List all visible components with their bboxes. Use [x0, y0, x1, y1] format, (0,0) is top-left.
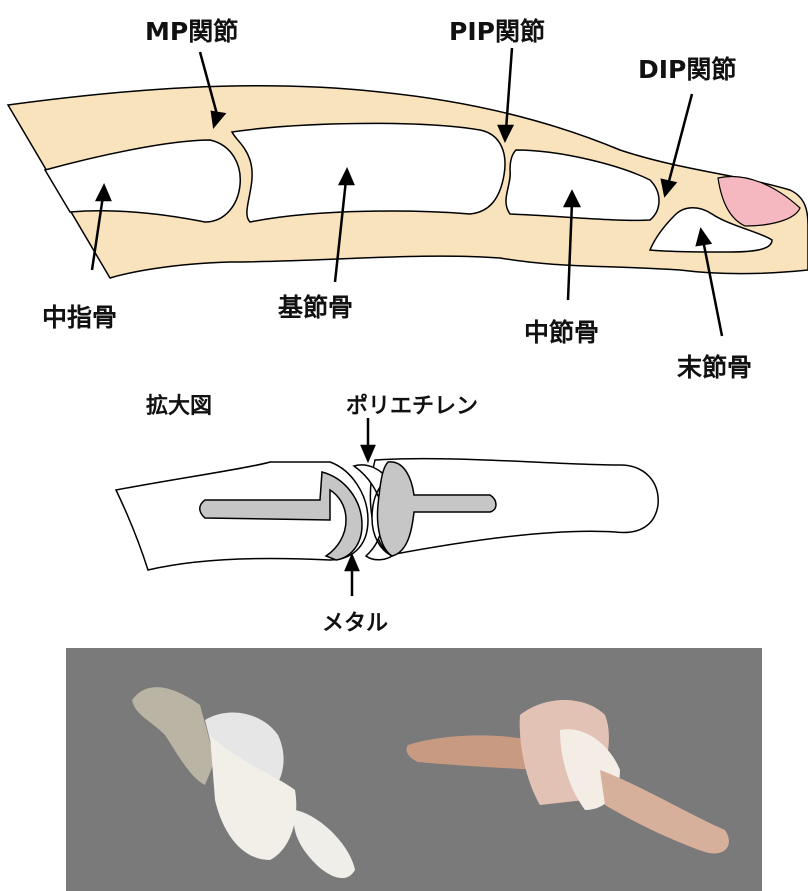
metacarpal-label: 中指骨 — [42, 298, 117, 334]
proximal-phalanx-label: 基節骨 — [278, 288, 353, 324]
proximal-phalanx-bone — [232, 123, 505, 222]
metal-arrowhead — [346, 556, 358, 570]
distal-phalanx-label: 末節骨 — [677, 348, 752, 384]
enlarged-view-title: 拡大図 — [146, 388, 212, 420]
mp-joint-label: MP関節 — [145, 12, 238, 48]
middle-phalanx-label: 中節骨 — [524, 313, 599, 349]
dip-joint-label: DIP関節 — [638, 50, 736, 86]
polyethylene-label: ポリエチレン — [346, 388, 478, 420]
metal-label: メタル — [322, 605, 388, 637]
pip-joint-label: PIP関節 — [449, 12, 545, 48]
polyethylene-arrowhead — [362, 446, 374, 460]
implant-photo-panel — [66, 648, 762, 891]
